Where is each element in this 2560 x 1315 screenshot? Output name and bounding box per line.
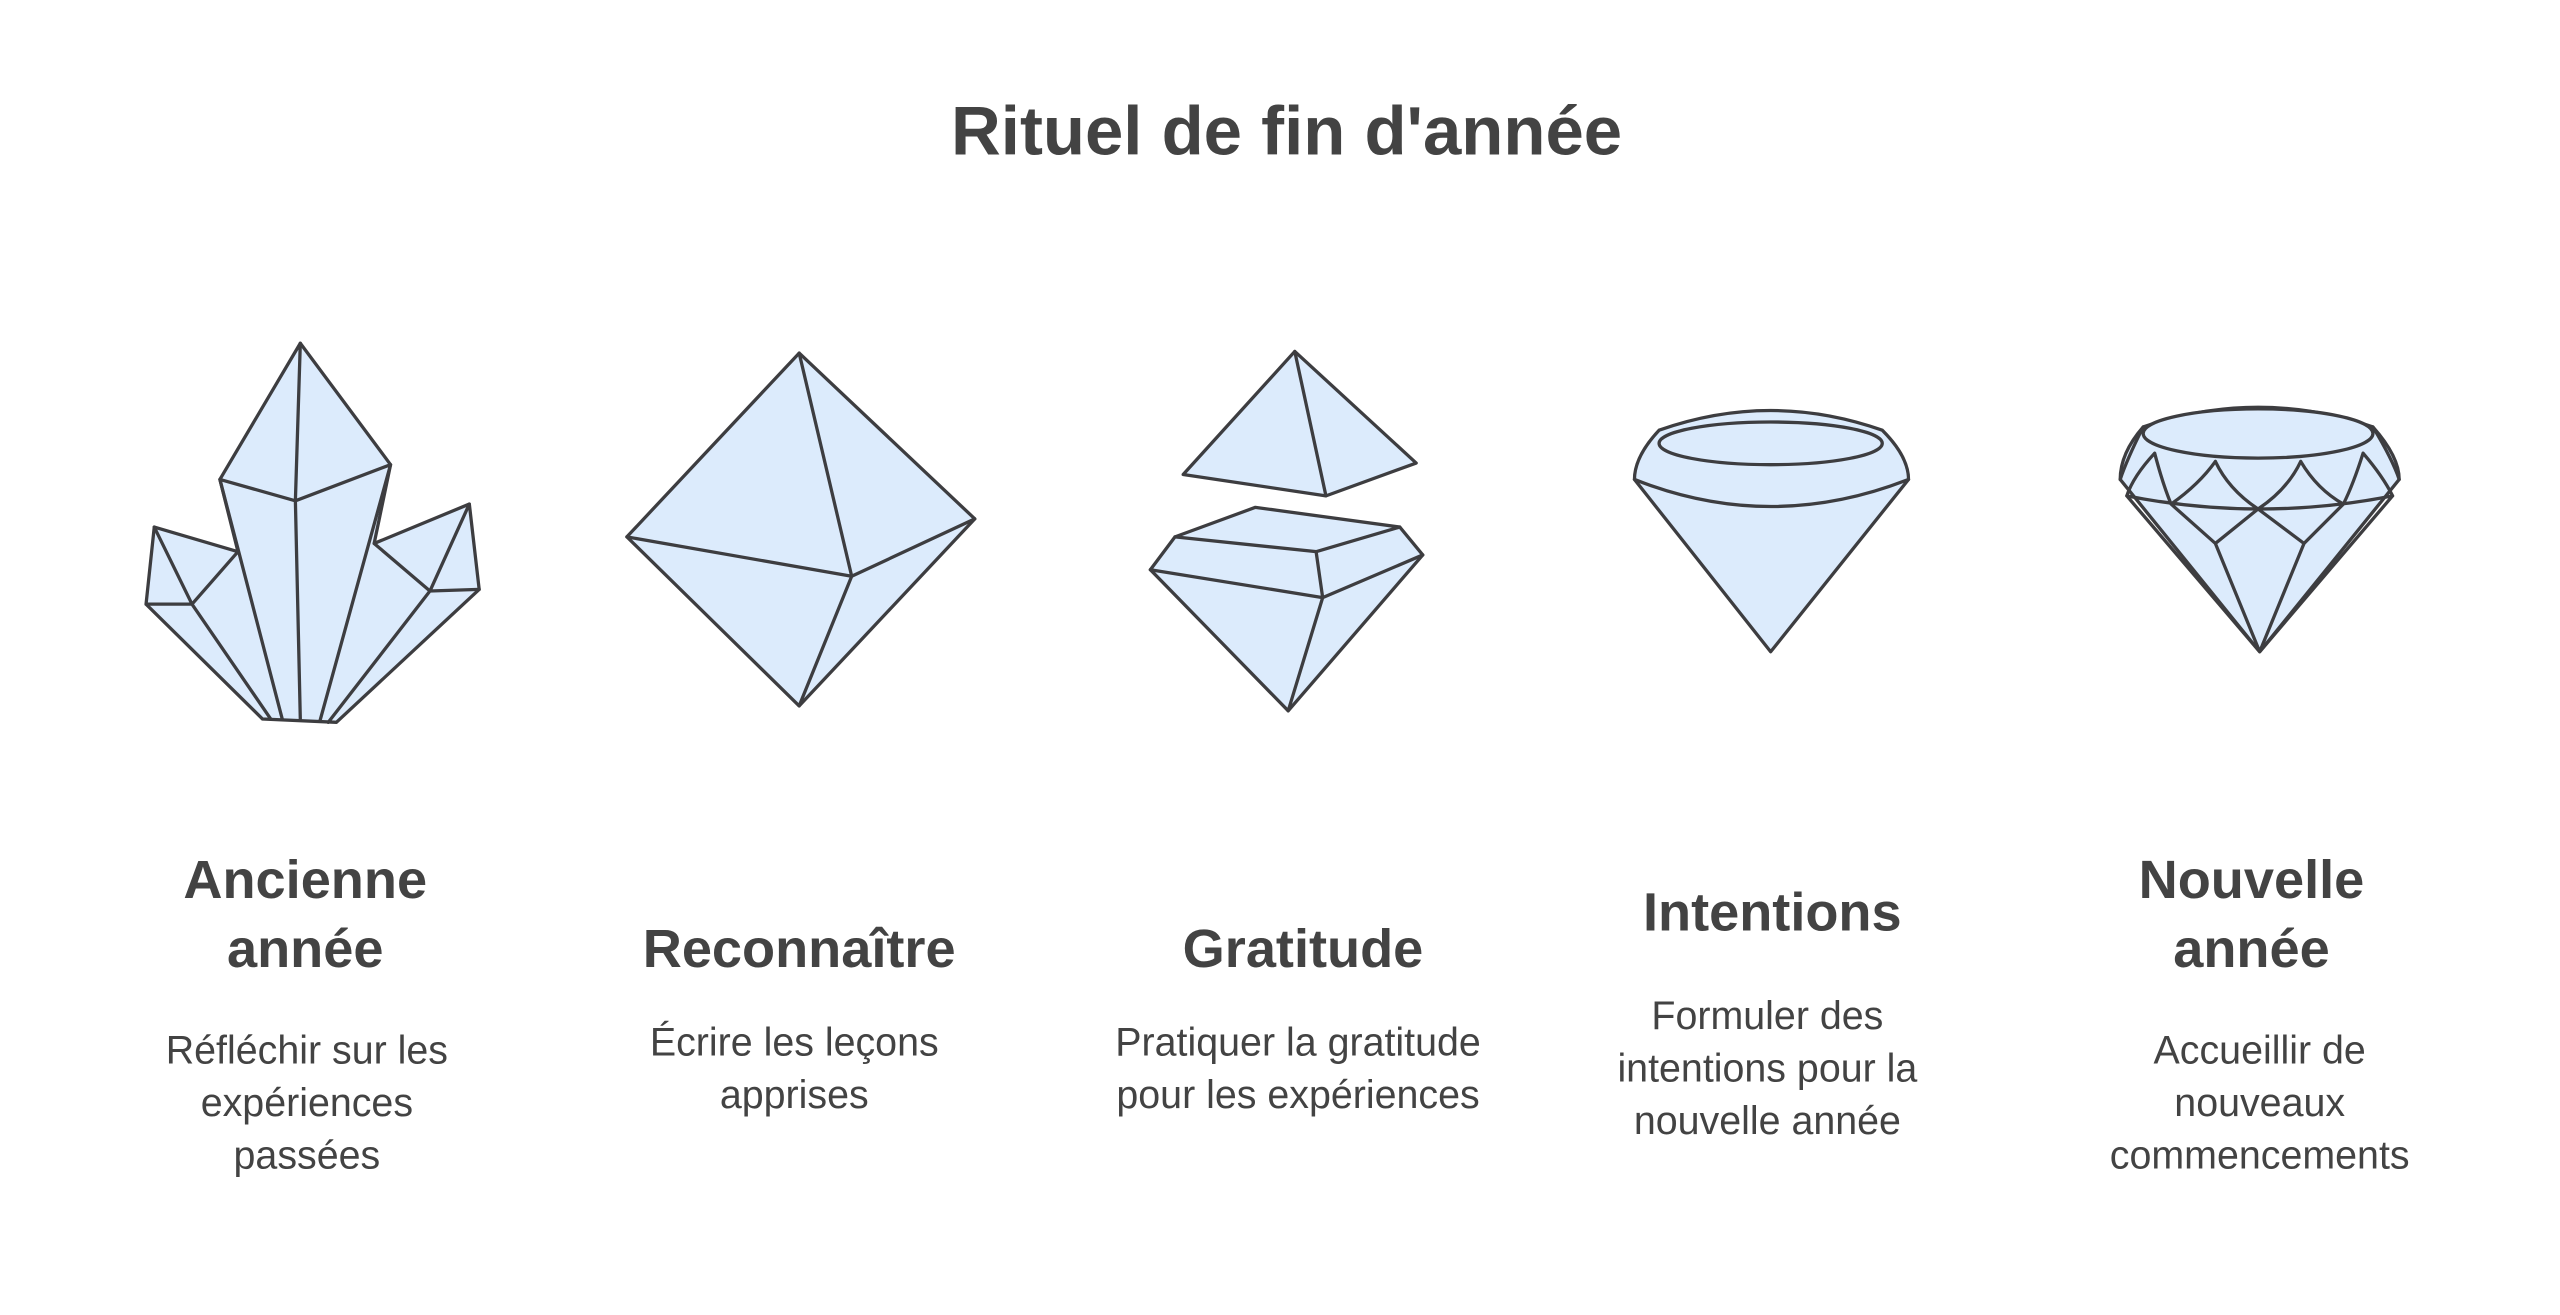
round-gem-icon bbox=[1632, 408, 1911, 654]
faceted-diamond-icon bbox=[2118, 405, 2401, 654]
step-description: Formuler des bbox=[1651, 994, 1883, 1038]
step-description: nouveaux bbox=[2174, 1081, 2345, 1125]
diagram-title: Rituel de fin d'année bbox=[951, 93, 1622, 170]
step-title: Gratitude bbox=[1183, 919, 1424, 979]
step-description: Écrire les leçons bbox=[650, 1020, 939, 1064]
crystal-cluster-icon bbox=[144, 341, 481, 724]
step-title: Reconnaître bbox=[643, 919, 956, 979]
step-reconnaitre: Reconnaître Écrire les leçons apprises bbox=[643, 919, 956, 1117]
step-title: Ancienne bbox=[183, 850, 427, 910]
step-description: nouvelle année bbox=[1634, 1099, 1901, 1143]
step-title: année bbox=[227, 919, 383, 979]
step-description: Accueillir de bbox=[2154, 1029, 2366, 1073]
step-ancienne-annee: Ancienne année Réfléchir sur les expérie… bbox=[166, 850, 448, 1178]
step-nouvelle-annee: Nouvelle année Accueillir de nouveaux co… bbox=[2110, 850, 2410, 1178]
step-description: passées bbox=[234, 1134, 381, 1178]
step-description: pour les expériences bbox=[1116, 1073, 1479, 1117]
step-description: commencements bbox=[2110, 1134, 2410, 1178]
step-title: année bbox=[2173, 919, 2329, 979]
step-description: Pratiquer la gratitude bbox=[1115, 1020, 1481, 1064]
step-description: intentions pour la bbox=[1617, 1047, 1917, 1091]
split-gem-icon bbox=[1148, 349, 1425, 713]
step-intentions: Intentions Formuler des intentions pour … bbox=[1617, 883, 1917, 1143]
step-description: expériences bbox=[201, 1081, 413, 1125]
step-title: Nouvelle bbox=[2139, 850, 2365, 910]
step-title: Intentions bbox=[1643, 883, 1902, 943]
octahedron-crystal-icon bbox=[625, 351, 977, 708]
step-description: apprises bbox=[720, 1073, 869, 1117]
step-description: Réfléchir sur les bbox=[166, 1029, 448, 1073]
step-gratitude: Gratitude Pratiquer la gratitude pour le… bbox=[1115, 919, 1481, 1117]
